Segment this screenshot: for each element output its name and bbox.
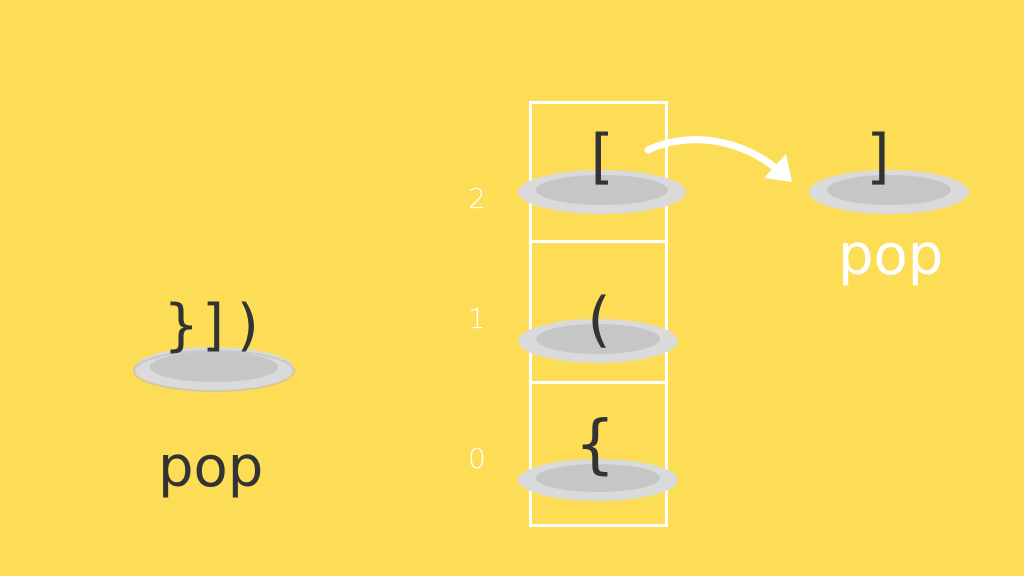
stack-item-0: { [575, 408, 615, 482]
input-remaining-text: }]) [164, 293, 266, 358]
stack-cell-0 [529, 381, 668, 527]
stack-index-1: 1 [468, 302, 486, 335]
stack-plate-0-icon [518, 459, 678, 501]
stack-index-2: 2 [468, 182, 486, 215]
stack-item-1: ( [579, 285, 617, 355]
stack-item-2: [ [581, 122, 619, 192]
input-pop-label: pop [158, 435, 264, 500]
popped-pop-label: pop [838, 223, 944, 288]
input-plate-icon [133, 347, 295, 392]
curved-arrow-icon [644, 136, 792, 182]
stack-plate-2-icon [518, 170, 686, 214]
popped-char: ] [861, 122, 899, 192]
stack-plate-1-icon [518, 319, 678, 363]
stack-index-0: 0 [468, 442, 486, 475]
popped-plate-icon [809, 170, 969, 214]
